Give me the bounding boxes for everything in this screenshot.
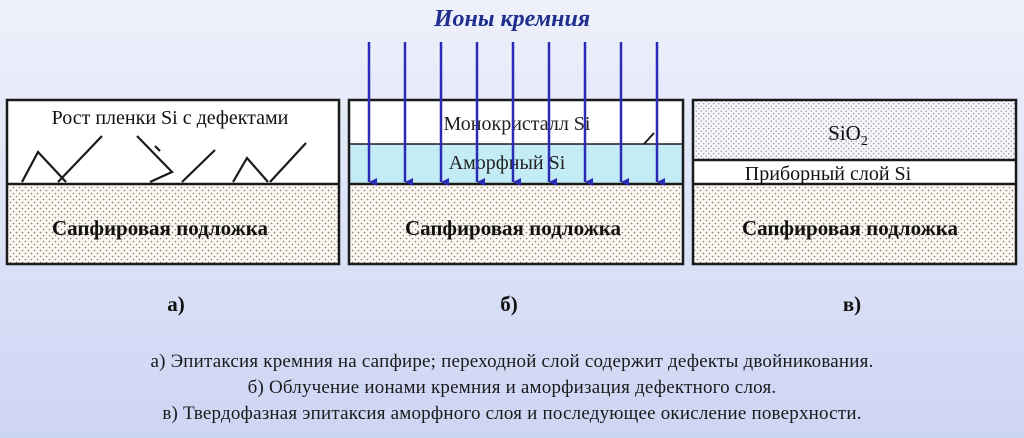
panel-c-letter: в) bbox=[843, 292, 861, 316]
panel-b-letter: б) bbox=[500, 292, 518, 316]
panel-c-device-layer bbox=[693, 160, 1016, 184]
panel-a-top-label: Рост пленки Si с дефектами bbox=[52, 107, 289, 129]
panel-c: SiO2 Приборный слой Si Сапфировая подлож… bbox=[691, 98, 1018, 316]
panel-b-substrate-label: Сапфировая подложка bbox=[405, 216, 622, 240]
oxide-formula: SiO bbox=[828, 121, 861, 145]
panel-c-substrate bbox=[693, 184, 1016, 264]
panel-a-frame bbox=[5, 98, 341, 266]
panel-c-oxide-layer bbox=[693, 100, 1016, 160]
panel-c-frame bbox=[691, 98, 1018, 266]
panel-c-substrate-label: Сапфировая подложка bbox=[742, 216, 959, 240]
caption-c: в) Твердофазная эпитаксия аморфного слоя… bbox=[162, 403, 862, 424]
panel-a-letter: а) bbox=[167, 292, 185, 316]
diagram-title: Ионы кремния bbox=[433, 6, 590, 32]
caption-a: а) Эпитаксия кремния на сапфире; переход… bbox=[150, 351, 874, 372]
oxide-subscript: 2 bbox=[861, 134, 868, 149]
panel-c-device-label: Приборный слой Si bbox=[745, 163, 912, 185]
caption-b: б) Облучение ионами кремния и аморфизаци… bbox=[247, 377, 777, 398]
panel-b-frame bbox=[347, 98, 685, 266]
panel-a-substrate-label: Сапфировая подложка bbox=[52, 216, 269, 240]
panel-b-monocrystal-label: Монокристалл Si bbox=[444, 113, 591, 135]
panel-a-substrate bbox=[7, 184, 339, 264]
panel-a: Рост пленки Si с дефектами Сапфировая по… bbox=[5, 98, 341, 316]
panel-b-substrate bbox=[349, 184, 683, 264]
panel-b: Монокристалл Si Аморфный Si Сапфировая п… bbox=[347, 42, 685, 316]
twin-defects bbox=[21, 135, 307, 184]
panel-c-oxide-label: SiO2 bbox=[828, 121, 868, 149]
panel-b-residual-defect bbox=[643, 132, 655, 145]
silicon-ion-arrows bbox=[367, 42, 665, 186]
panel-a-film-layer bbox=[7, 100, 339, 184]
